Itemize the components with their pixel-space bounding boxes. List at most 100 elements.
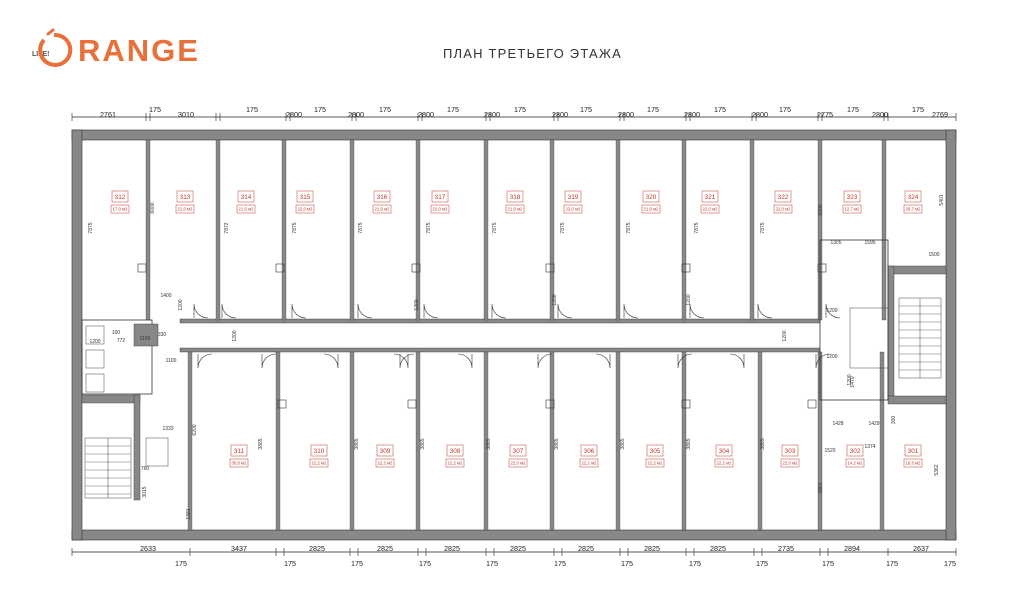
page-title: ПЛАН ТРЕТЬЕГО ЭТАЖА bbox=[443, 46, 623, 61]
top-dimension: 2800 bbox=[552, 110, 568, 119]
misc-dimension: 760 bbox=[141, 466, 150, 472]
misc-dimension: 1200 bbox=[782, 330, 788, 341]
misc-dimension: 1200 bbox=[686, 294, 692, 305]
vertical-dimension: 7875 bbox=[760, 222, 766, 233]
room-area-box bbox=[842, 204, 862, 214]
top-dimension: 2800 bbox=[484, 110, 500, 119]
bottom-dimension-small: 175 bbox=[175, 559, 187, 568]
room-number-box bbox=[564, 190, 582, 203]
top-dimension: 2800 bbox=[348, 110, 364, 119]
room-area: 26,7 м2 bbox=[906, 207, 922, 212]
bottom-dimension: 2894 bbox=[844, 544, 860, 553]
room-number: 306 bbox=[584, 448, 595, 455]
doors bbox=[137, 263, 841, 409]
bottom-dimension: 2633 bbox=[140, 544, 156, 553]
bottom-dimension: 3437 bbox=[231, 544, 247, 553]
room-number-box bbox=[774, 190, 792, 203]
bottom-dimension-small: 175 bbox=[486, 559, 498, 568]
misc-dimension: 300 bbox=[891, 416, 897, 425]
misc-dimension: 1429 bbox=[868, 421, 879, 427]
bottom-dimension-small: 175 bbox=[886, 559, 898, 568]
misc-dimension: 1520 bbox=[824, 448, 835, 454]
room-number: 318 bbox=[510, 194, 521, 201]
room-area: 17,0 м2 bbox=[113, 207, 129, 212]
room-number-box bbox=[373, 190, 391, 203]
room-area: 22,0 м2 bbox=[566, 207, 582, 212]
bottom-dimension-small: 175 bbox=[554, 559, 566, 568]
room-area-box bbox=[505, 204, 525, 214]
misc-dimension: 1500 bbox=[928, 252, 939, 258]
staircase-left bbox=[81, 394, 141, 501]
room-area-box bbox=[295, 204, 315, 214]
room-area-box bbox=[641, 204, 661, 214]
vertical-dimension: 6000 bbox=[150, 202, 156, 213]
misc-dimension: 1100 bbox=[166, 358, 177, 364]
vertical-dimension: 3865 bbox=[760, 438, 766, 449]
room-number-box bbox=[580, 444, 598, 457]
staircase-right bbox=[887, 265, 947, 405]
vertical-dimension: 3865 bbox=[420, 438, 426, 449]
top-dimension: 2800 bbox=[618, 110, 634, 119]
room-number-box bbox=[230, 444, 248, 457]
top-dimension: 2761 bbox=[100, 110, 116, 119]
room-area-box bbox=[430, 204, 450, 214]
misc-dimension: 1200 bbox=[414, 299, 420, 310]
room-number: 303 bbox=[785, 448, 796, 455]
logo-ring-icon bbox=[38, 28, 73, 67]
room-area: 21,9 м2 bbox=[644, 207, 660, 212]
room-area: 22,2 м2 bbox=[582, 461, 598, 466]
misc-dimension: 330 bbox=[158, 332, 167, 338]
room-area: 22,2 м2 bbox=[448, 461, 464, 466]
room-area-box bbox=[773, 204, 793, 214]
room-number-box bbox=[237, 190, 255, 203]
bottom-dimension-small: 175 bbox=[419, 559, 431, 568]
room-area-box bbox=[175, 204, 195, 214]
room-area-box bbox=[563, 204, 583, 214]
bottom-dimension-small: 175 bbox=[351, 559, 363, 568]
room-number: 312 bbox=[115, 194, 126, 201]
bottom-dimension-small: 175 bbox=[944, 559, 956, 568]
corridor-walls bbox=[179, 318, 821, 353]
room-area-box bbox=[236, 204, 256, 214]
vertical-dimension: 6000 bbox=[818, 204, 824, 215]
logo-word: RANGE bbox=[78, 33, 200, 68]
misc-dimension: 1200 bbox=[232, 330, 238, 341]
top-dimension: 2800 bbox=[684, 110, 700, 119]
top-dimension: 2800 bbox=[418, 110, 434, 119]
room-area: 18,6 м2 bbox=[906, 461, 922, 466]
vertical-dimension: 5362 bbox=[934, 464, 940, 475]
room-number-box bbox=[296, 190, 314, 203]
room-number-box bbox=[701, 190, 719, 203]
room-area: 30,8 м2 bbox=[232, 461, 248, 466]
vertical-dimension: 7875 bbox=[292, 222, 298, 233]
vertical-dimension: 6200 bbox=[192, 424, 198, 435]
misc-dimension: 1200 bbox=[826, 308, 837, 314]
bottom-dimension: 2825 bbox=[377, 544, 393, 553]
room-area: 22,0 м2 bbox=[298, 207, 314, 212]
top-dimension: 2800 bbox=[752, 110, 768, 119]
room-number-box bbox=[509, 444, 527, 457]
bottom-dimension-small: 175 bbox=[756, 559, 768, 568]
room-number: 304 bbox=[719, 448, 730, 455]
room-number: 324 bbox=[908, 194, 919, 201]
room-area-box bbox=[375, 458, 395, 468]
room-number-box bbox=[376, 444, 394, 457]
misc-dimension: 772 bbox=[117, 338, 126, 344]
top-dimension: 175 bbox=[246, 105, 258, 114]
room-area: 21,6 м2 bbox=[239, 207, 255, 212]
room-number: 310 bbox=[314, 448, 325, 455]
misc-dimension: 1305 bbox=[830, 240, 841, 246]
vertical-dimension: 7875 bbox=[358, 222, 364, 233]
room-area: 22,0 м2 bbox=[783, 461, 799, 466]
vertical-dimension: 5401 bbox=[939, 194, 945, 205]
room-area-box bbox=[903, 458, 923, 468]
vertical-dimension: 7875 bbox=[626, 222, 632, 233]
misc-dimension: 1374 bbox=[864, 444, 875, 450]
vertical-dimension: 7875 bbox=[694, 222, 700, 233]
room-number: 321 bbox=[705, 194, 716, 201]
bottom-dimension: 2825 bbox=[578, 544, 594, 553]
vertical-dimension: 3865 bbox=[554, 438, 560, 449]
